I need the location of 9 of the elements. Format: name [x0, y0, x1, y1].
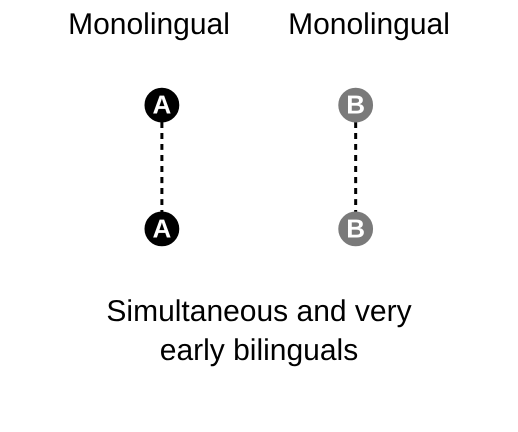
node-circle: B: [338, 212, 374, 246]
column-heading: Monolingual: [288, 8, 450, 42]
column-heading: Monolingual: [68, 8, 230, 42]
connector: [354, 122, 358, 212]
connector: [160, 122, 164, 212]
node-circle: A: [144, 88, 180, 122]
node-circle: A: [144, 212, 180, 246]
node-circle: B: [338, 88, 374, 122]
caption-text: Simultaneous and very early bilinguals: [105, 294, 413, 369]
